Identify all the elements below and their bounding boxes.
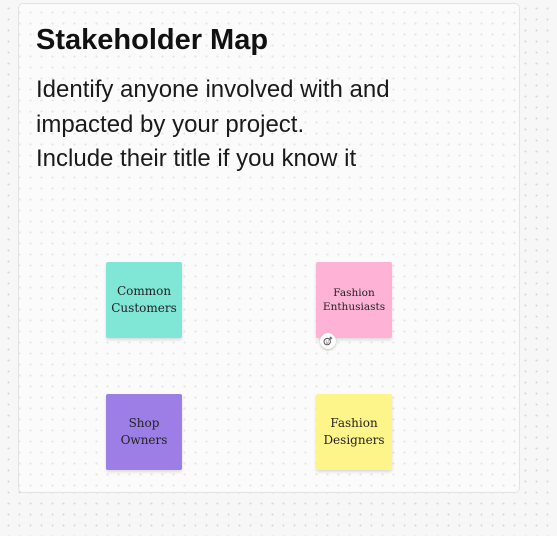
sticky-note-fashion-enthusiasts[interactable]: Fashion Enthusiasts	[316, 262, 392, 338]
sticky-note-text: Common Customers	[108, 283, 180, 317]
stakeholder-map-frame[interactable]	[18, 3, 520, 493]
sticky-note-line: Common	[116, 284, 172, 298]
add-reaction-icon	[323, 336, 333, 346]
sticky-note-line: Enthusiasts	[322, 301, 386, 313]
sticky-note-text: Fashion Designers	[320, 415, 387, 449]
frame-title: Stakeholder Map	[36, 24, 269, 56]
sticky-note-line: Fashion	[333, 287, 375, 299]
sticky-note-text: Shop Owners	[118, 415, 171, 449]
sticky-note-fashion-designers[interactable]: Fashion Designers	[316, 394, 392, 470]
sticky-note-shop-owners[interactable]: Shop Owners	[106, 394, 182, 470]
instruction-line: Include their title if you know it	[36, 145, 357, 172]
sticky-note-line: Customers	[111, 301, 177, 315]
instruction-line: Identify anyone involved with and	[36, 76, 390, 103]
add-reaction-button[interactable]	[320, 333, 336, 349]
instruction-line: impacted by your project.	[36, 110, 305, 138]
sticky-note-line: Owners	[120, 433, 168, 447]
frame-instructions: Identify anyone involved with and impact…	[36, 73, 516, 177]
sticky-note-line: Designers	[323, 433, 385, 447]
sticky-note-text: Fashion Enthusiasts	[320, 286, 388, 314]
sticky-note-common-customers[interactable]: Common Customers	[106, 262, 182, 338]
sticky-note-line: Shop	[128, 416, 160, 430]
sticky-note-line: Fashion	[330, 416, 378, 430]
